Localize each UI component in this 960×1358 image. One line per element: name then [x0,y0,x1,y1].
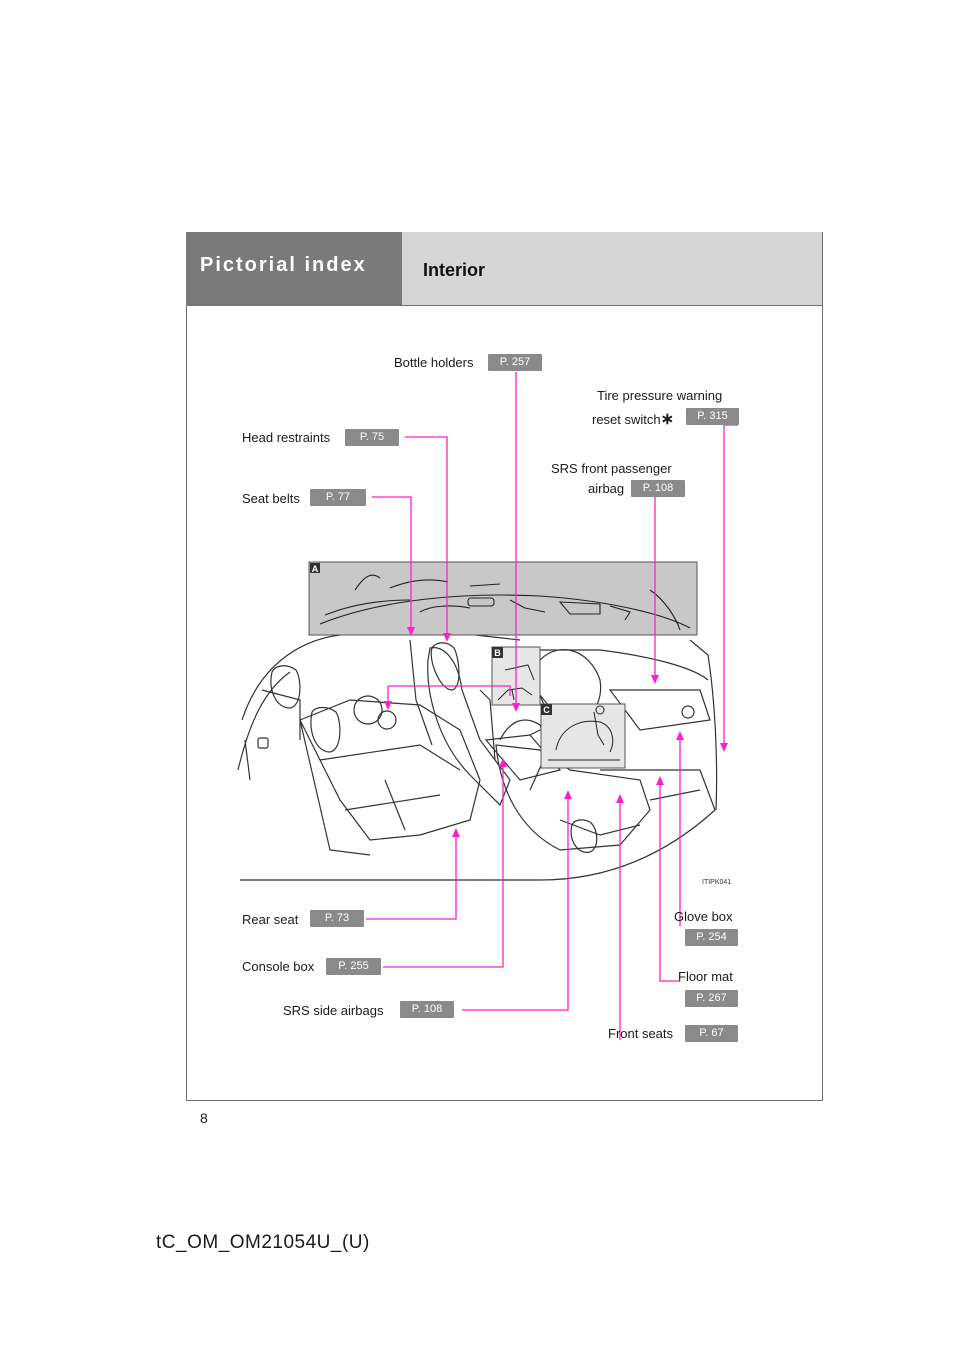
label-srs-front-2: airbag [588,481,625,496]
ref-head-restraints[interactable]: P. 75 [345,429,399,446]
marker-a-box [310,563,320,573]
page-number: 8 [200,1110,208,1126]
label-srs-side: SRS side airbags [283,1003,384,1018]
leader-arrowheads [384,627,728,837]
document-code: tC_OM_OM21054U_(U) [156,1232,370,1253]
label-seat-belts: Seat belts [242,491,300,506]
ref-seat-belts[interactable]: P. 77 [310,489,366,506]
section-title: Pictorial index [200,254,367,276]
ref-glove-box[interactable]: P. 254 [685,929,738,946]
ref-floor-mat[interactable]: P. 267 [685,990,738,1007]
label-floor-mat: Floor mat [678,969,733,984]
ref-srs-side[interactable]: P. 108 [400,1001,454,1018]
ref-srs-front[interactable]: P. 108 [631,480,685,497]
leader-rear-seat [366,832,457,920]
label-head-restraints: Head restraints [242,430,331,445]
label-tire-pressure-2: reset switch∗ [592,411,675,428]
ref-rear-seat[interactable]: P. 73 [310,910,364,927]
inset-b-linework [497,664,535,701]
leader-console-box [383,762,504,968]
inset-c-linework [548,705,620,761]
label-glove-box: Glove box [674,909,733,924]
marker-c-box [541,704,552,715]
header-subtitle-band [402,232,823,306]
inset-c [540,703,626,769]
leader-seat-belts [372,496,412,632]
image-code: ITIPK041 [702,879,732,886]
marker-b-box [492,647,503,658]
leader-lines [366,372,738,1040]
header-divider [186,305,823,306]
label-bottle-holders: Bottle holders [394,355,474,370]
label-tire-pressure-1: Tire pressure warning [597,388,723,403]
leader-bottle-holders-branch [388,685,511,696]
label-front-seats: Front seats [608,1026,674,1041]
leader-srs-side [462,794,569,1011]
marker-c: C [543,705,550,715]
page-subtitle: Interior [423,260,486,280]
label-srs-front-1: SRS front passenger [551,461,672,476]
ref-bottle-holders[interactable]: P. 257 [488,354,542,371]
ref-front-seats[interactable]: P. 67 [685,1025,738,1042]
leader-tire-pressure [723,424,738,748]
leader-floor-mat [659,780,680,982]
inset-a-headliner [308,561,698,636]
header-section-tab [186,232,402,306]
leader-head-restraints [405,436,448,638]
ref-console-box[interactable]: P. 255 [326,958,381,975]
ref-tire-pressure[interactable]: P. 315 [686,408,739,425]
interior-linework [237,629,718,881]
inset-a-linework [319,574,691,631]
marker-b: B [494,648,501,658]
asterisk-mark: ∗ [660,411,675,428]
label-rear-seat: Rear seat [242,912,299,927]
marker-a: A [312,564,319,574]
label-console-box: Console box [242,959,315,974]
